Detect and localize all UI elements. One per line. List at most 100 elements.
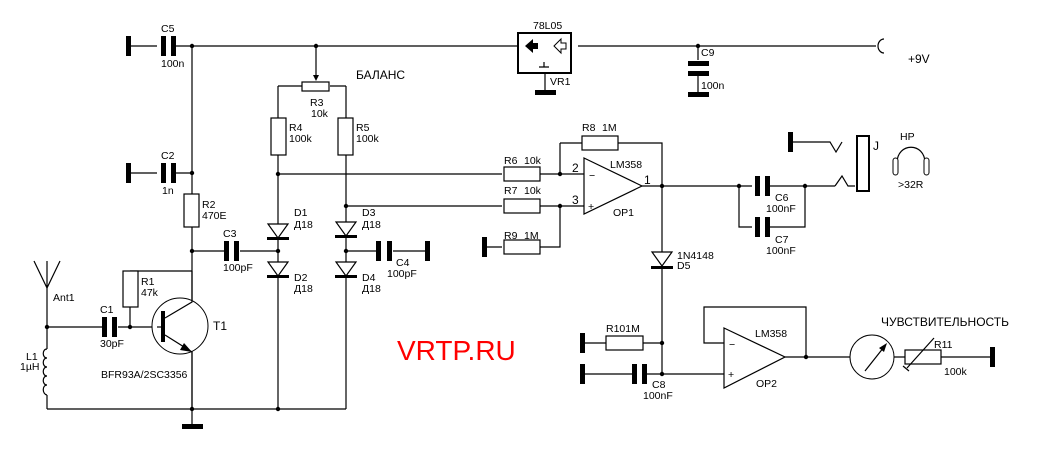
potentiometer-r3[interactable]: R3 10k [301,75,330,120]
j-ref: J [873,139,879,153]
t1-value: BFR93A/2SC3356 [101,369,188,381]
r8-ref: R8 [582,122,596,134]
c3-ref: C3 [223,228,237,240]
variable-resistor-r11[interactable]: R11 100k [902,337,968,378]
c4-value: 100pF [387,268,417,280]
r6-ref: R6 [504,155,518,167]
c5-ref: C5 [161,23,175,35]
l1-value: 1µH [20,361,39,373]
r2-ref: R2 [202,199,216,211]
t1-ref: T1 [213,319,227,333]
d2-value: Д18 [294,283,313,295]
inductor-l1: L1 1µH [20,334,48,396]
hp-value: >32R [898,179,924,191]
d3-ref: D3 [362,207,376,219]
supply-terminal: +9V [877,38,930,66]
c5-value: 100n [161,58,185,70]
capacitor-c3: C3 100pF [223,228,253,274]
c2-value: 1n [162,185,174,197]
resistor-r5: R5 100k [337,117,380,156]
resistor-r6: R6 10k [503,155,542,182]
ground-icon [788,132,793,152]
c9-value: 100n [701,80,725,92]
antenna-ant1: Ant1 [33,260,75,304]
r1-value: 47k [141,287,159,299]
c8-ref: C8 [652,379,666,391]
ground-icon [425,241,430,261]
r4-ref: R4 [289,122,303,134]
c1-value: 30pF [100,338,124,350]
antenna-icon [33,260,61,290]
meter [849,334,895,380]
jack-j: J [856,135,879,192]
svg-text:+: + [588,201,594,213]
r11-value: 100k [944,366,968,378]
capacitor-c8: C8 100nF [632,364,673,402]
hp-ref: HP [900,131,915,143]
headphones-icon [896,146,926,164]
diode-d4: D4 Д18 [334,261,381,295]
ground-icon [182,424,203,429]
op1-value: LM358 [610,159,642,171]
r8-value: 1M [602,122,617,134]
ground-icon [126,163,131,183]
r5-value: 100k [356,133,380,145]
terminal-icon [877,38,885,54]
ground-icon [482,237,487,257]
diode-d3: D3 Д18 [334,207,381,238]
r1-ref: R1 [141,276,155,288]
ground-icon [580,333,585,353]
svg-text:−: − [729,339,735,351]
c1-ref: C1 [100,304,114,316]
op1-ref: OP1 [613,207,634,219]
d5-ref: D5 [677,260,691,272]
resistor-r7: R7 10k [503,185,542,214]
junctions [44,43,809,412]
resistor-r1: R1 47k [122,270,159,308]
resistor-r4: R4 100k [270,117,313,156]
op1-pin-out: 1 [644,173,651,187]
ground-icon [535,90,556,95]
regulator-vr1: 78L05 VR1 [517,20,572,90]
capacitor-c9: C9 100n [688,46,725,97]
svg-text:−: − [589,170,595,182]
ant1-ref: Ant1 [53,292,75,304]
capacitor-c5: C5 100n [161,23,185,70]
diode-d5: 1N4148 D5 [650,250,714,272]
resistor-r8: R8 1M [581,122,619,151]
capacitor-c6: C6 100nF [755,176,796,215]
transistor-t1: T1 BFR93A/2SC3356 [101,271,227,409]
ground-icon [990,347,995,367]
c6-ref: C6 [775,192,789,204]
c7-ref: C7 [775,234,789,246]
r7-ref: R7 [504,185,518,197]
resistor-r9: R9 1M [503,230,541,255]
c6-value: 100nF [766,203,796,215]
c3-value: 100pF [223,262,253,274]
r3-ref: R3 [310,97,324,109]
c7-value: 100nF [766,245,796,257]
c8-value: 100nF [643,390,673,402]
r9-value: 1M [524,230,539,242]
diode-d1: D1 Д18 [266,207,313,240]
supply-label: +9V [908,52,930,66]
d2-ref: D2 [294,272,308,284]
c4-ref: C4 [396,257,410,269]
l1-ref: L1 [26,351,38,363]
op1-pin-noninv: 3 [572,193,579,207]
op2-ref: OP2 [756,378,777,390]
r4-value: 100k [289,133,313,145]
vr1-ref: VR1 [550,76,571,88]
c2-ref: C2 [161,150,175,162]
r6-value: 10k [524,155,542,167]
svg-text:+: + [728,369,734,381]
r11-ref: R11 [934,339,953,351]
r9-ref: R9 [504,230,518,242]
d4-value: Д18 [362,283,381,295]
watermark: VRTP.RU [397,335,516,366]
d1-value: Д18 [294,219,313,231]
sensitivity-heading: ЧУВСТВИТЕЛЬНОСТЬ [881,315,1009,329]
resistor-r10: R101M [605,323,644,351]
r7-value: 10k [524,185,542,197]
